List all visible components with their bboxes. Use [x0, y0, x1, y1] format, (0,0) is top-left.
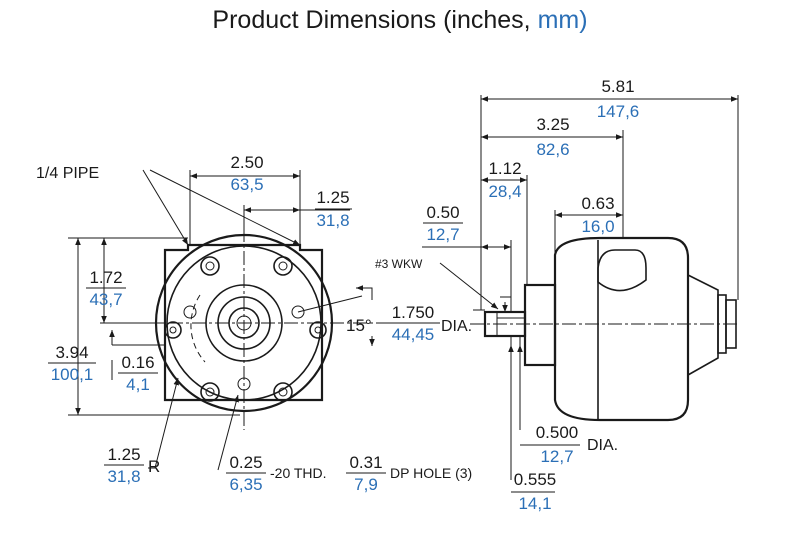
dim-1-25r-mm: 31,8	[107, 467, 140, 486]
dim-0-25-in: 0.25	[229, 453, 262, 472]
dim-0-50-in: 0.50	[426, 203, 459, 222]
side-pilot-hub	[523, 283, 557, 367]
dim-0-500-in: 0.500	[536, 423, 579, 442]
dim-1-750-in: 1.750	[392, 303, 435, 322]
dim-1-750-mm: 44,45	[392, 325, 435, 344]
label-angle: 15°	[346, 316, 372, 335]
dim-0-500-suffix: DIA.	[587, 437, 618, 454]
label-thread: -20 THD.	[270, 465, 327, 481]
dim-1-25-mm: 31,8	[316, 211, 349, 230]
dim-1-72-mm: 43,7	[89, 290, 122, 309]
label-dp-hole: DP HOLE (3)	[390, 465, 472, 481]
dim-1-12-mm: 28,4	[488, 182, 521, 201]
dim-3-94-in: 3.94	[55, 343, 88, 362]
pipe-leader-1	[142, 169, 189, 246]
pipe-leader-2	[149, 169, 301, 246]
dim-1-25r-in: 1.25	[107, 445, 140, 464]
dim-0-31-mm: 7,9	[354, 475, 378, 494]
dim-0-25-mm: 6,35	[229, 475, 262, 494]
dim-1-12-in: 1.12	[488, 159, 521, 178]
dim-3-94-mm: 100,1	[51, 365, 94, 384]
dim-0-555-in: 0.555	[514, 470, 557, 489]
dim-0-555-mm: 14,1	[518, 494, 551, 513]
dim-0-500-mm: 12,7	[540, 447, 573, 466]
dim-0-63-in: 0.63	[581, 194, 614, 213]
front-bolt-holes	[164, 256, 327, 402]
label-pipe: 1/4 PIPE	[36, 165, 99, 182]
wkw-leader	[439, 262, 499, 310]
dim-2-50-mm: 63,5	[230, 175, 263, 194]
dim-1-25r-suffix: R	[148, 457, 160, 476]
side-rear-taper	[687, 274, 719, 376]
dim-5-81-mm: 147,6	[597, 102, 640, 121]
dim-1-72-in: 1.72	[89, 268, 122, 287]
title-main: Product Dimensions (inches,	[212, 6, 531, 34]
front-housing-outline	[163, 243, 324, 402]
side-port-window	[597, 249, 647, 292]
dim-3-25-in: 3.25	[536, 115, 569, 134]
label-wkw: #3 WKW	[375, 257, 423, 271]
side-housing	[553, 236, 690, 422]
dim-0-31-in: 0.31	[349, 453, 382, 472]
hole-leader	[217, 394, 239, 471]
dim-0-63-mm: 16,0	[581, 217, 614, 236]
dim-1-25-in: 1.25	[316, 188, 349, 207]
radius-leader	[148, 377, 179, 469]
front-view	[68, 170, 395, 430]
front-bolt-circle-arc	[190, 294, 206, 363]
title-mm: mm)	[537, 6, 588, 34]
dim-0-16-mm: 4,1	[126, 375, 150, 394]
dim-1-750-suffix: DIA.	[441, 318, 472, 335]
dim-2-50-in: 2.50	[230, 153, 263, 172]
dim-3-25-mm: 82,6	[536, 140, 569, 159]
page-title: Product Dimensions (inches, mm)	[0, 6, 800, 35]
dim-5-81-in: 5.81	[601, 77, 634, 96]
angle-leader	[356, 285, 373, 300]
dim-0-16-in: 0.16	[121, 353, 154, 372]
dim-0-50-mm: 12,7	[426, 225, 459, 244]
